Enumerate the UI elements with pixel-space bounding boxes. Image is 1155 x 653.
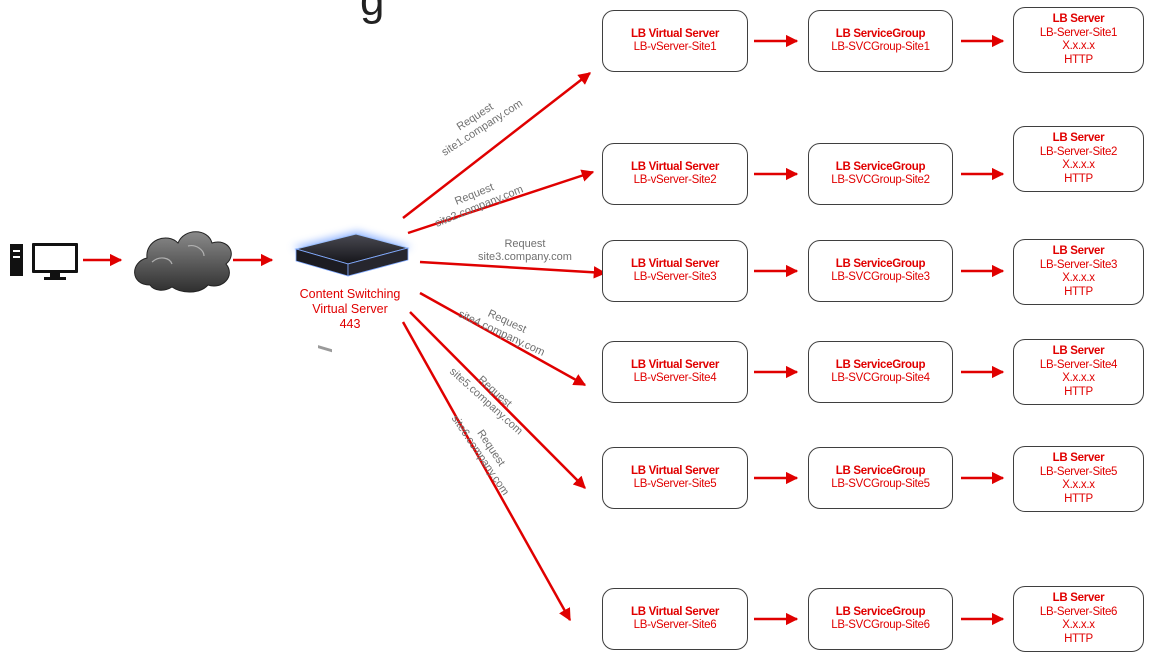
server-name: LB-Server-Site2 [1039, 145, 1118, 158]
server-title: LB Server [1052, 452, 1105, 464]
vserver-name: LB-vServer-Site1 [633, 41, 717, 53]
desktop-computer-icon [10, 243, 78, 280]
server-name: LB-Server-Site6 [1039, 605, 1118, 618]
vserver-name: LB-vServer-Site3 [633, 271, 717, 283]
server-ip: X.x.x.x [1062, 479, 1095, 491]
server-ip: X.x.x.x [1062, 372, 1095, 384]
server-proto: HTTP [1064, 632, 1093, 645]
request-arrow-site6 [401, 321, 572, 622]
server-ip: X.x.x.x [1062, 40, 1095, 52]
request-host: site3.company.com [478, 251, 572, 263]
request-arrow-site5 [409, 311, 586, 489]
server-name: LB-Server-Site3 [1039, 258, 1118, 271]
group-name: LB-SVCGroup-Site1 [831, 41, 930, 53]
server-proto: HTTP [1064, 172, 1093, 185]
group-title: LB ServiceGroup [835, 464, 926, 477]
group-title: LB ServiceGroup [835, 160, 926, 173]
server-name: LB-Server-Site4 [1039, 358, 1118, 371]
group-title: LB ServiceGroup [835, 257, 926, 270]
title-fragment: g [360, 0, 385, 25]
cloud-icon [134, 231, 232, 293]
request-arrows [401, 72, 607, 622]
server-title: LB Server [1052, 245, 1105, 257]
group-name: LB-SVCGroup-Site6 [831, 619, 930, 631]
request-word: Request [504, 238, 546, 250]
server-proto: HTTP [1064, 385, 1093, 398]
vserver-name: LB-vServer-Site5 [633, 478, 717, 490]
server-title: LB Server [1052, 13, 1105, 25]
group-title: LB ServiceGroup [835, 605, 926, 618]
server-name: LB-Server-Site5 [1039, 465, 1118, 478]
content-switching-label: Content Switching Virtual Server 443 [285, 287, 415, 332]
server-ip: X.x.x.x [1062, 272, 1095, 284]
vserver-title: LB Virtual Server [630, 160, 719, 173]
server-proto: HTTP [1064, 285, 1093, 298]
vserver-name: LB-vServer-Site6 [633, 619, 717, 631]
cs-label-line3: 443 [339, 317, 361, 331]
server-proto: HTTP [1064, 53, 1093, 66]
vserver-title: LB Virtual Server [630, 27, 719, 40]
group-title: LB ServiceGroup [835, 358, 926, 371]
group-name: LB-SVCGroup-Site4 [831, 372, 930, 384]
group-name: LB-SVCGroup-Site5 [831, 478, 930, 490]
server-title: LB Server [1052, 132, 1105, 144]
server-title: LB Server [1052, 345, 1105, 357]
vserver-title: LB Virtual Server [630, 605, 719, 618]
group-title: LB ServiceGroup [835, 27, 926, 40]
request-arrow-site2 [407, 169, 595, 235]
vserver-title: LB Virtual Server [630, 358, 719, 371]
request-arrow-site4 [419, 291, 587, 387]
cs-label-line2: Virtual Server [312, 302, 388, 316]
cs-label-line1: Content Switching [299, 287, 401, 301]
group-name: LB-SVCGroup-Site2 [831, 174, 930, 186]
request-label-site3: Request site3.company.com [478, 238, 572, 264]
network-appliance-icon [292, 231, 412, 353]
server-ip: X.x.x.x [1062, 159, 1095, 171]
server-proto: HTTP [1064, 492, 1093, 505]
vserver-name: LB-vServer-Site4 [633, 372, 717, 384]
server-title: LB Server [1052, 592, 1105, 604]
vserver-name: LB-vServer-Site2 [633, 174, 717, 186]
vserver-title: LB Virtual Server [630, 257, 719, 270]
server-name: LB-Server-Site1 [1039, 26, 1118, 39]
server-ip: X.x.x.x [1062, 619, 1095, 631]
vserver-title: LB Virtual Server [630, 464, 719, 477]
request-arrow-site1 [402, 72, 591, 219]
row-arrows [754, 34, 1005, 626]
group-name: LB-SVCGroup-Site3 [831, 271, 930, 283]
request-arrow-site3 [419, 260, 607, 279]
